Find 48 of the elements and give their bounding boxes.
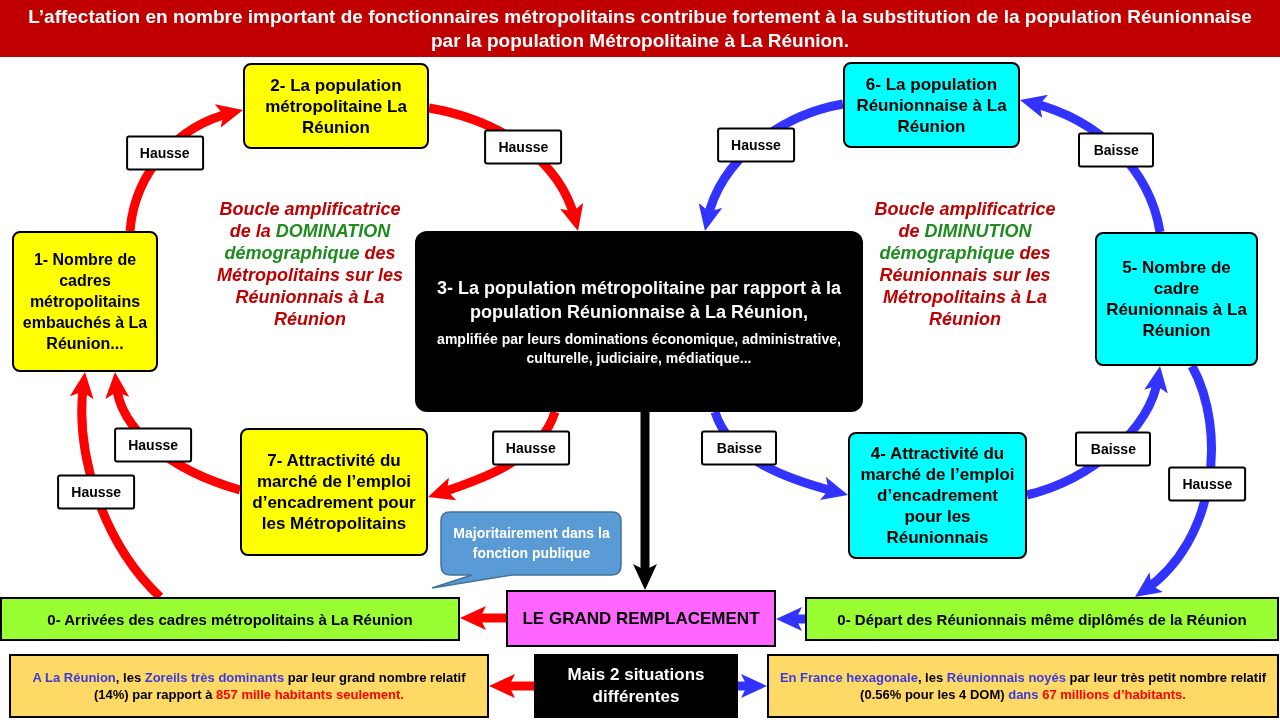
- edge-label: Hausse: [484, 129, 563, 165]
- node-heading: 3- La population métropolitaine par rapport à la population Réunionnaise à La Réunion,: [435, 276, 842, 324]
- arrow: [633, 412, 657, 590]
- node-text: 0- Départ des Réunionnais même diplômés de la Réunion: [837, 609, 1247, 629]
- central-box: [415, 231, 863, 412]
- event-box: [805, 597, 1279, 641]
- outcome-box: [506, 590, 776, 647]
- node-text: 5- Nombre de cadre Réunionnais à La Réunion: [1105, 257, 1248, 341]
- edge-label: Hausse: [491, 430, 570, 466]
- note-box: [767, 654, 1279, 718]
- callout-text: Majoritairement dans la fonction publique: [453, 524, 610, 563]
- arrow: [776, 607, 805, 631]
- arrow: [460, 606, 506, 630]
- node-text: 2- La population métropolitaine La Réunion: [264, 74, 408, 138]
- note-text: En France hexagonale, les Réunionnais noyés par leur très petit nombre relatif (0.56% pour les 4 DOM) dans 67 millions d’habitants.: [778, 669, 1268, 703]
- edge-label: Hausse: [717, 127, 795, 163]
- event-box: [0, 597, 460, 641]
- speech-bubble: [430, 511, 622, 589]
- edge-label: Baisse: [701, 430, 778, 466]
- node-text: 7- Attractivité du marché de l’emploi d’encadrement pour les Métropolitains: [251, 450, 417, 534]
- edge-label: Baisse: [1075, 431, 1152, 467]
- process-box: [1095, 232, 1258, 366]
- situation-box: [534, 654, 738, 718]
- edge-label: Hausse: [1168, 466, 1247, 502]
- edge-label: Hausse: [57, 474, 136, 510]
- edge-label: Hausse: [125, 135, 204, 171]
- process-box: [848, 432, 1027, 559]
- node-description: amplifiée par leurs dominations économique, administrative, culturelle, judiciaire, médiatique...: [436, 329, 842, 368]
- note-box: [9, 654, 489, 718]
- process-box: [243, 63, 429, 149]
- note-text: A La Réunion, les Zoreils très dominants par leur grand nombre relatif (14%) par rapport à 857 mille habitants seulement.: [31, 669, 467, 703]
- edge-label: Hausse: [114, 427, 193, 463]
- process-box: [843, 62, 1020, 148]
- node-text: 6- La population Réunionnaise à La Réunion: [855, 73, 1008, 137]
- arrow: [489, 674, 534, 698]
- process-box: [12, 231, 158, 372]
- edge-label: Baisse: [1078, 132, 1155, 168]
- node-text: Mais 2 situations différentes: [566, 664, 706, 708]
- arrow: [1135, 364, 1216, 598]
- process-box: [240, 428, 428, 556]
- loop-caption: Boucle amplificatrice de DIMINUTION démographique des Réunionnais sur les Métropolitains à La Réunion: [873, 198, 1057, 330]
- node-text: 4- Attractivité du marché de l’emploi d’encadrement pour les Réunionnais: [859, 443, 1016, 548]
- title: L’affectation en nombre important de fonctionnaires métropolitains contribue fortement à la substitution de la population Réunionnaise par la population Métropolitaine à La Réunion.: [27, 4, 1253, 53]
- loop-caption: Boucle amplificatrice de la DOMINATION démographique des Métropolitains sur les Réunionnais à La Réunion: [215, 198, 404, 330]
- node-text: 0- Arrivées des cadres métropolitains à La Réunion: [47, 609, 413, 629]
- arrow: [738, 674, 767, 698]
- node-text: 1- Nombre de cadres métropolitains embauchés à La Réunion...: [21, 250, 149, 354]
- node-text: LE GRAND REMPLACEMENT: [522, 608, 760, 629]
